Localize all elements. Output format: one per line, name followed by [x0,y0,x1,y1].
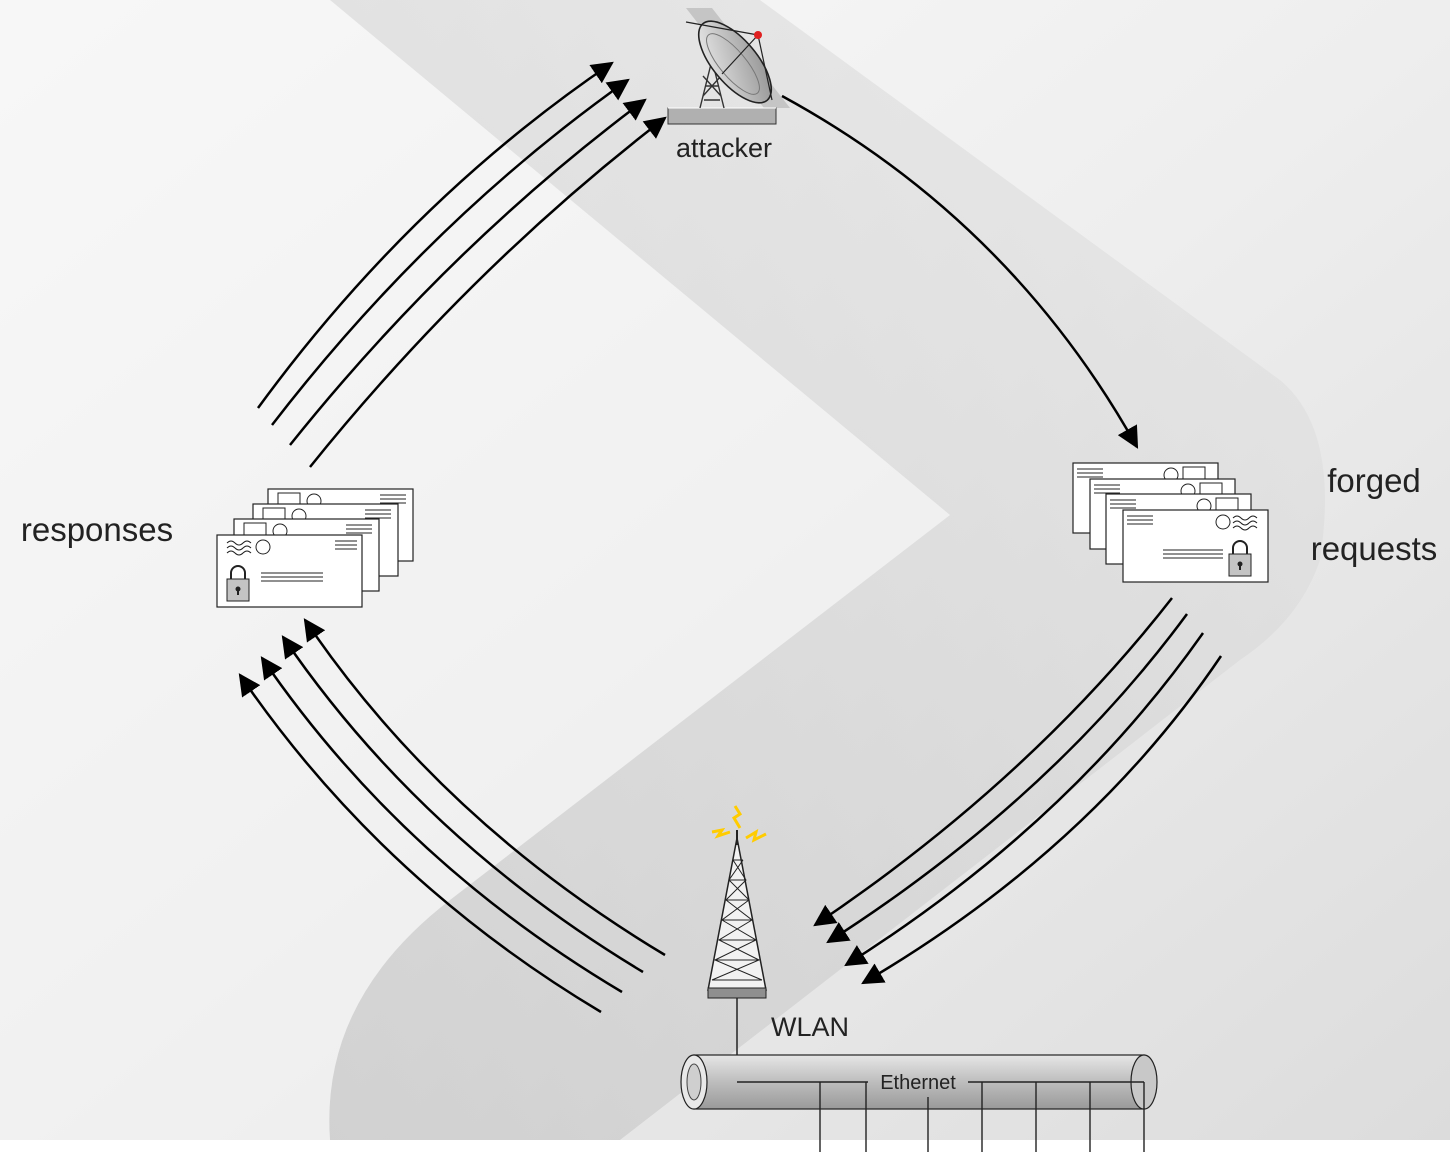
radio-tower-icon [707,805,767,1082]
signal-icon [711,805,767,843]
arrow-attacker-to-forged [781,94,1139,449]
arrow [260,656,623,994]
padlock-icon [226,565,250,602]
bottom-strip [0,1140,1450,1152]
satellite-dish-icon [667,8,790,125]
arrow [861,655,1223,985]
dish-marker [754,31,762,39]
ethernet-bus-icon [0,1054,1450,1152]
arrow [303,618,666,957]
arrow-group-responses-to-attacker [256,61,667,468]
responses-envelope-stack [216,488,414,608]
envelope-icon [1122,509,1269,583]
padlock-icon [1228,540,1252,577]
forged-label: forged [1327,462,1421,499]
arrow [238,673,602,1014]
arrow [281,635,644,974]
responses-label: responses [21,511,173,548]
arrow [309,116,667,468]
ethernet-label: Ethernet [880,1072,956,1094]
arrow [256,61,614,409]
arrow [844,632,1205,967]
arrow [271,78,630,426]
wlan-label: WLAN [771,1012,849,1042]
attacker-label: attacker [676,133,772,163]
arrow [813,597,1173,927]
arrow [826,613,1189,944]
arrow-group-forged-to-wlan [813,597,1223,985]
chevron-highlight [0,0,950,1140]
arrow-group-wlan-to-responses [238,618,666,1014]
chevron-band [329,0,1325,1140]
requests-label: requests [1311,530,1438,567]
envelope-icon [216,534,363,608]
arrow [289,98,647,446]
forged-envelope-stack [1072,462,1269,583]
